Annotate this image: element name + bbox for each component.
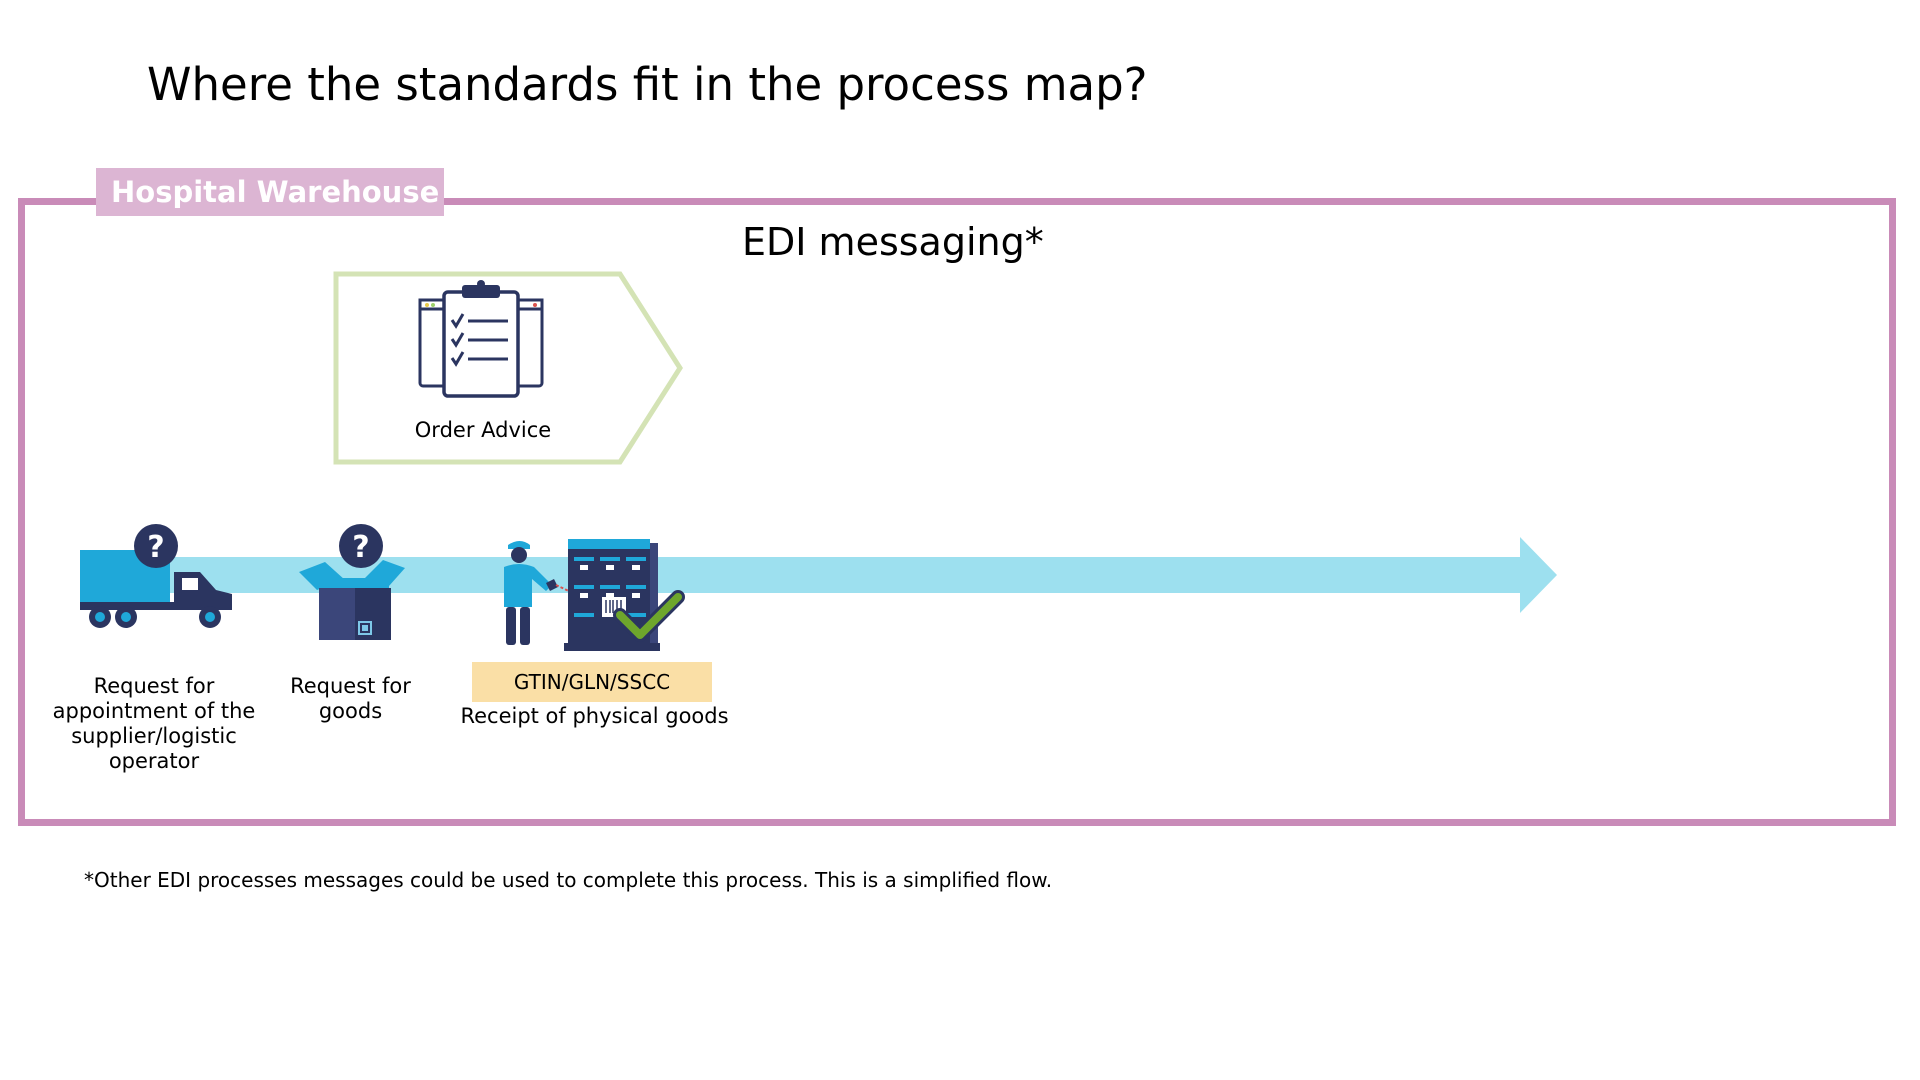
standards-badge: GTIN/GLN/SSCC	[472, 662, 712, 702]
step-label-appointment-request: Request for appointment of the supplier/…	[52, 674, 256, 773]
order-advice-label: Order Advice	[414, 418, 552, 442]
frame-tab-label: Hospital Warehouse	[96, 168, 444, 216]
clipboard-checklist-icon	[418, 280, 544, 398]
svg-text:?: ?	[147, 530, 164, 565]
page-title: Where the standards fit in the process m…	[147, 58, 1148, 111]
footnote: *Other EDI processes messages could be u…	[84, 868, 1053, 892]
message-pentagon-shape	[333, 271, 683, 465]
truck-question-icon: ?	[80, 524, 232, 628]
step-label-goods-request: Request for goods	[290, 674, 411, 723]
svg-text:?: ?	[352, 530, 369, 565]
edi-messaging-heading: EDI messaging*	[742, 220, 1044, 264]
step-label-receipt: Receipt of physical goods	[460, 704, 729, 728]
process-frame	[18, 198, 1896, 826]
scanning-pallet-check-icon	[504, 539, 685, 651]
box-question-icon: ?	[299, 524, 405, 640]
flow-arrow	[165, 537, 1557, 613]
